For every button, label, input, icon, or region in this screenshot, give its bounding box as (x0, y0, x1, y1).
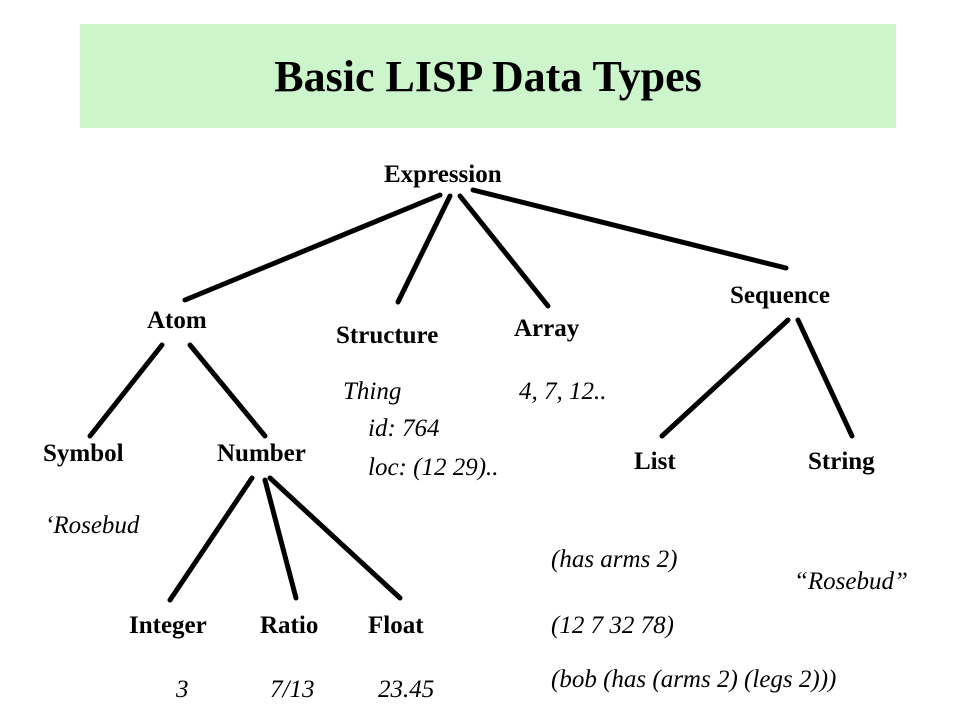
title-banner: Basic LISP Data Types (80, 24, 896, 128)
edge-number-integer (167, 475, 255, 603)
example-structure-thing: Thing (343, 378, 402, 405)
node-expression: Expression (384, 161, 502, 188)
edge-sequence-string (795, 317, 855, 439)
example-list-1: (has arms 2) (551, 546, 678, 573)
node-structure: Structure (336, 322, 439, 349)
edge-expression-structure (395, 193, 453, 305)
edge-sequence-list (659, 317, 791, 439)
edge-expression-atom (182, 192, 443, 303)
example-symbol: ‘Rosebud (45, 512, 140, 539)
edge-number-float (267, 475, 403, 601)
example-string: “Rosebud” (794, 568, 908, 595)
example-list-3: (bob (has (arms 2) (legs 2))) (551, 666, 837, 693)
example-structure-id: id: 764 (368, 415, 440, 442)
node-ratio: Ratio (260, 612, 319, 639)
edge-expression-sequence (470, 187, 789, 271)
edge-number-ratio (262, 477, 299, 601)
node-symbol: Symbol (43, 440, 124, 467)
example-float: 23.45 (378, 676, 435, 703)
node-list: List (634, 448, 676, 475)
node-number: Number (217, 440, 306, 467)
node-array: Array (514, 315, 580, 342)
node-sequence: Sequence (730, 282, 830, 309)
edge-atom-symbol (87, 342, 165, 439)
node-integer: Integer (129, 612, 207, 639)
example-array: 4, 7, 12.. (519, 378, 607, 405)
node-atom: Atom (147, 307, 207, 334)
node-string: String (808, 448, 875, 475)
node-float: Float (368, 612, 424, 639)
example-ratio: 7/13 (270, 676, 315, 703)
edge-expression-array (457, 193, 551, 309)
page-title: Basic LISP Data Types (274, 51, 702, 101)
example-list-2: (12 7 32 78) (551, 612, 674, 639)
example-structure-loc: loc: (12 29).. (368, 454, 499, 481)
edge-atom-number (187, 342, 268, 439)
example-integer: 3 (176, 676, 189, 703)
